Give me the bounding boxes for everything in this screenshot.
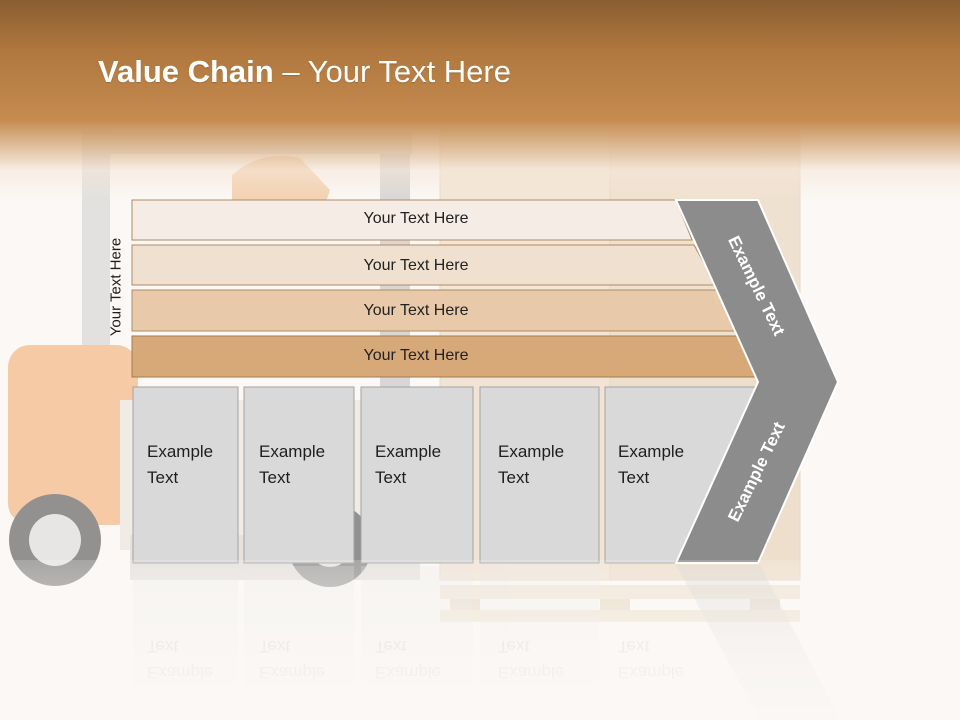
bar-2-text: Your Text Here	[363, 257, 469, 274]
chevron-arrow	[674, 199, 840, 564]
bar-3-text: Your Text Here	[363, 302, 469, 319]
bottom-fade	[0, 560, 960, 720]
column-1-text: Example Text	[147, 442, 214, 487]
slide-title-rest: – Your Text Here	[273, 54, 511, 89]
column-4-text: Example Text	[498, 442, 565, 487]
slide-title-bold: Value Chain	[98, 54, 274, 89]
column-2	[243, 386, 355, 564]
slide-title: Value Chain – Your Text Here	[98, 54, 511, 90]
column-5-text: Example Text	[618, 442, 685, 487]
bar-1	[131, 199, 693, 241]
bar-1-text: Your Text Here	[363, 210, 469, 227]
header-band	[0, 0, 960, 200]
column-2-text: Example Text	[259, 442, 326, 487]
bar-4-text: Your Text Here	[363, 347, 469, 364]
column-3-text: Example Text	[375, 442, 442, 487]
column-1	[132, 386, 239, 564]
column-3	[360, 386, 474, 564]
column-4	[479, 386, 600, 564]
